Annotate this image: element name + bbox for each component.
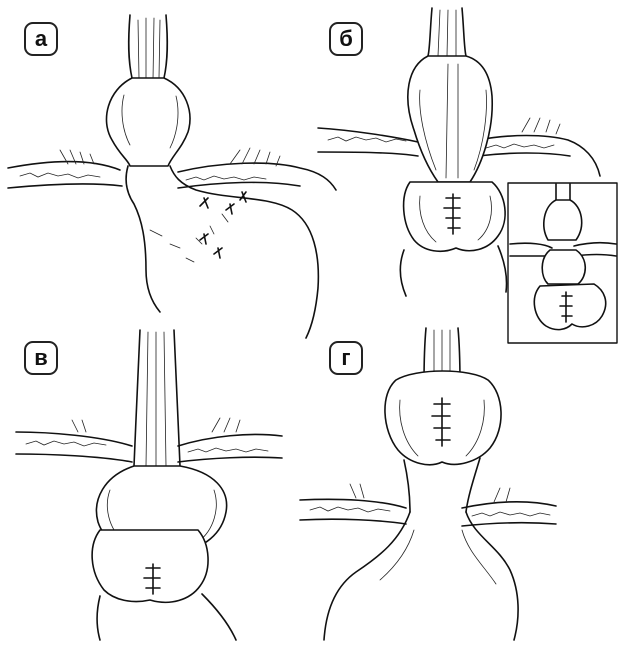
panel-b-inset xyxy=(508,183,617,343)
panel-v-diaphragm xyxy=(16,418,282,462)
panel-label-b: б xyxy=(329,22,363,56)
panel-label-g: г xyxy=(329,341,363,375)
panel-g-diaphragm xyxy=(300,484,556,526)
panel-b-esophagus xyxy=(400,8,506,296)
panel-v-drawing xyxy=(16,330,282,640)
panel-label-a: а xyxy=(24,22,58,56)
panel-v-esophagus xyxy=(92,330,236,640)
panel-label-v: в xyxy=(24,341,58,375)
panel-a-drawing xyxy=(8,15,336,338)
